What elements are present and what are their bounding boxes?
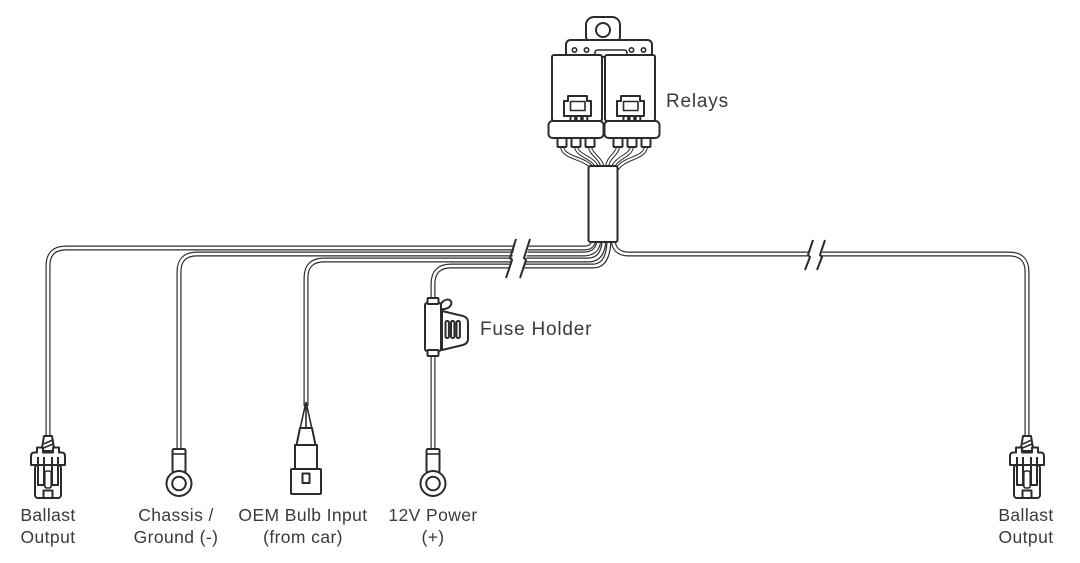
wire-loom-sleeve — [587, 165, 619, 243]
relay-base-left — [547, 120, 605, 139]
ballast-connector-left-icon — [30, 435, 66, 499]
break-mark-left-icon — [505, 237, 531, 279]
ballast-output-right-label: Ballast Output — [998, 505, 1053, 548]
fuse-holder-label: Fuse Holder — [480, 319, 593, 340]
relay-socket-right — [616, 95, 645, 124]
relays-icon — [547, 16, 661, 139]
power-12v-line1: 12V Power — [388, 505, 478, 525]
ballast-output-left-label: Ballast Output — [20, 505, 75, 548]
oem-connector-icon — [290, 401, 322, 495]
break-mark-right-icon — [804, 239, 826, 271]
chassis-ground-line2: Ground (-) — [133, 526, 219, 547]
ballast-output-left-line2: Output — [20, 526, 76, 547]
oem-bulb-input-label: OEM Bulb Input (from car) — [238, 505, 367, 548]
power-12v-label: 12V Power (+) — [388, 505, 477, 548]
relays-label: Relays — [666, 91, 729, 112]
relay-mounting-hole — [595, 22, 611, 38]
fuse-holder-icon — [424, 297, 469, 357]
relay-socket-left — [563, 95, 592, 124]
ring-terminal-12v-icon — [419, 448, 447, 497]
relay-base-right — [603, 120, 661, 139]
ballast-connector-right-icon — [1009, 435, 1045, 499]
oem-bulb-input-line1: OEM Bulb Input — [238, 505, 368, 525]
relay-terminal-pins — [556, 137, 652, 148]
chassis-ground-line1: Chassis / — [138, 505, 214, 525]
ballast-output-right-line2: Output — [998, 526, 1054, 547]
power-12v-line2: (+) — [421, 526, 445, 547]
ring-terminal-ground-icon — [165, 448, 193, 497]
ballast-output-left-line1: Ballast — [20, 505, 76, 525]
oem-bulb-input-line2: (from car) — [263, 526, 343, 547]
chassis-ground-label: Chassis / Ground (-) — [134, 505, 219, 548]
ballast-output-right-line1: Ballast — [998, 505, 1054, 525]
